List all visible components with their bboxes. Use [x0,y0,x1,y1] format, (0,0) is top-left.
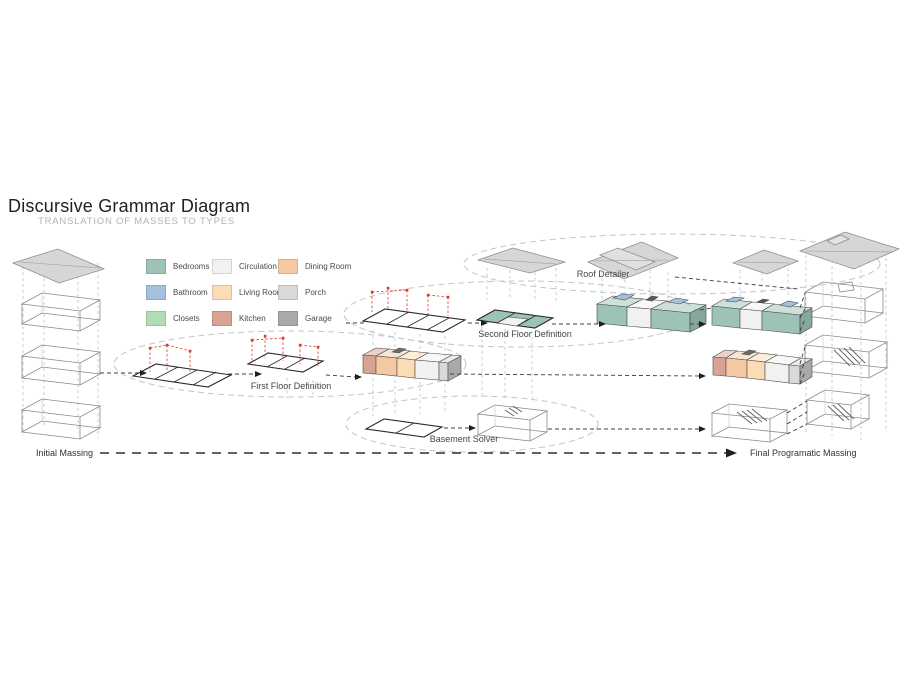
initial-box-middle [20,344,102,386]
first-floor-massing-final [712,349,813,385]
basement-solver-label: Basement Solver [430,434,499,444]
first-floor-massing [361,347,462,382]
legend-label: Garage [305,313,332,323]
roof-shape-small [731,249,800,275]
second-floor-plan-rules [361,286,467,333]
legend-item-porch: Porch [278,284,344,300]
stair-detail [736,408,768,425]
timeline: Initial Massing Final Programatic Massin… [36,448,857,458]
roof-detailer-ellipse [463,233,881,295]
legend-item-closets: Closets [146,310,212,326]
circulation-swatch [212,258,232,274]
basement-box [476,404,549,442]
room-legend: Bedrooms Bathroom Closets Circulation Li… [146,258,351,336]
roof-detailer-stage [476,241,800,302]
first-floor-flow [100,370,706,380]
living-room-swatch [212,284,232,300]
stair-detail [827,403,855,422]
legend-item-kitchen: Kitchen [212,310,278,326]
closets-swatch [146,310,166,326]
legend-item-bedrooms: Bedrooms [146,258,212,274]
legend-item-bathroom: Bathroom [146,284,212,300]
first-floor-ellipse [113,330,467,398]
legend-label: Circulation [239,261,277,271]
bedrooms-swatch [146,258,166,274]
porch-swatch [278,284,298,300]
final-massing-stack [798,231,901,440]
roof-shape-simple [476,247,567,274]
final-stack-connectors [699,292,808,435]
initial-roof-plane [11,248,106,284]
second-floor-stage [346,286,813,416]
legend-label: Porch [305,287,326,297]
legend-item-dining-room: Dining Room [278,258,351,274]
basement-box-final [710,403,789,443]
initial-box-bottom [20,398,102,440]
legend-label: Kitchen [239,313,266,323]
dining-room-swatch [278,258,298,274]
stair-detail [833,346,866,367]
legend-item-garage: Garage [278,310,344,326]
bathroom-swatch [146,284,166,300]
first-floor-stage [100,334,813,398]
final-box-bottom [805,389,871,430]
second-floor-plan-colored [475,309,555,329]
second-floor-flow [346,320,706,327]
basement-plan [364,418,444,438]
final-roof-plane [798,231,901,270]
legend-item-circulation: Circulation [212,258,278,274]
garage-swatch [278,310,298,326]
page-title: Discursive Grammar Diagram [8,196,251,216]
initial-massing-label: Initial Massing [36,448,93,458]
final-box-middle [803,334,889,379]
legend-item-living-room: Living Room [212,284,283,300]
basement-stage [364,403,789,443]
first-floor-plan [131,363,233,388]
page-subtitle: TRANSLATION OF MASSES TO TYPES [38,216,235,227]
first-floor-plan-rules [246,334,325,373]
final-box-top [803,281,885,324]
roof-detailer-label: Roof Detailer [577,269,630,279]
basement-ellipse [345,395,599,453]
stair-detail [504,405,523,417]
second-floor-massing-final [711,296,813,335]
final-massing-label: Final Programatic Massing [750,448,857,458]
initial-box-top [20,292,102,332]
legend-label: Living Room [239,287,284,297]
second-floor-massing [595,293,708,333]
first-floor-label: First Floor Definition [251,381,332,391]
legend-label: Closets [173,313,200,323]
initial-massing-stack [11,248,106,440]
basement-flow [444,425,706,432]
second-floor-label: Second Floor Definition [478,329,572,339]
legend-label: Dining Room [305,261,352,271]
timeline-arrowhead [726,448,737,458]
legend-label: Bathroom [173,287,208,297]
legend-label: Bedrooms [173,261,210,271]
first-floor-plan1-rules [148,343,192,374]
kitchen-swatch [212,310,232,326]
